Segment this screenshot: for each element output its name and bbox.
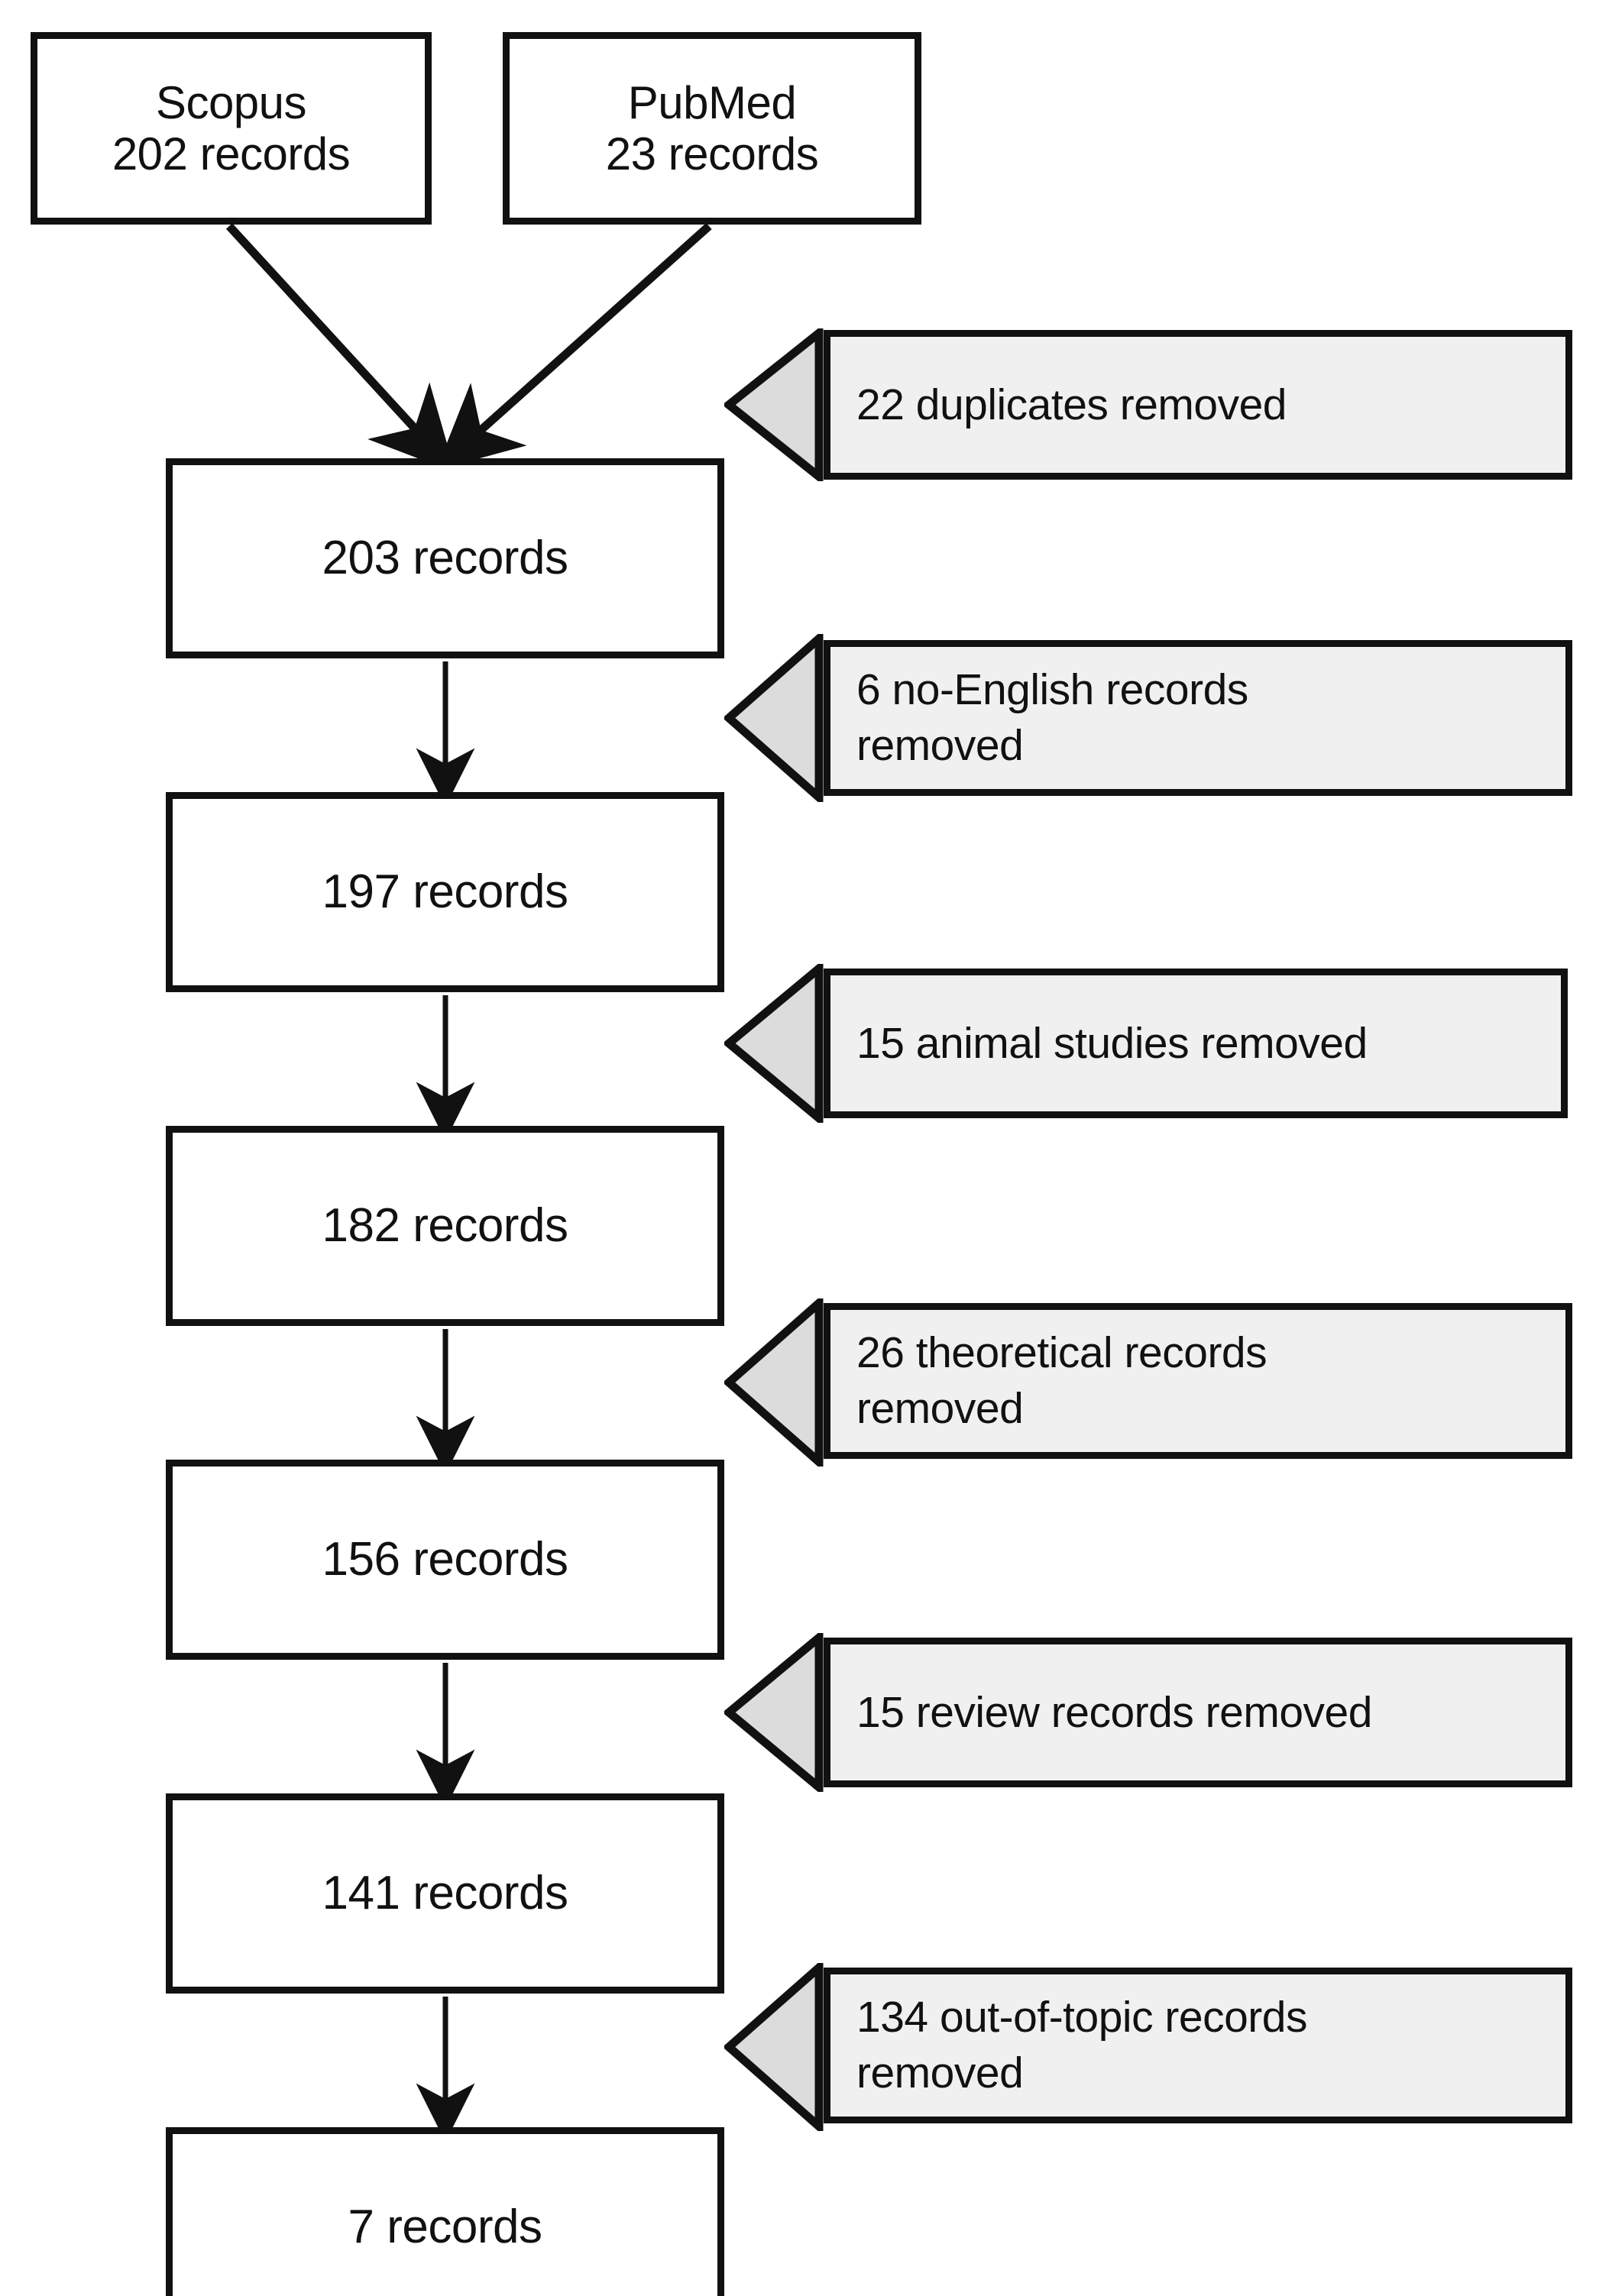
callout-box-duplicates: 22 duplicates removed xyxy=(824,330,1572,480)
connector-scopus-to-203 xyxy=(225,223,455,473)
stage-box-203: 203 records xyxy=(166,458,724,658)
stage-box-197: 197 records xyxy=(166,792,724,992)
stage-box-182: 182 records xyxy=(166,1126,724,1326)
callout-box-theoretical: 26 theoretical records removed xyxy=(824,1303,1572,1459)
pointer-triangle-theoretical xyxy=(724,1298,824,1467)
callout-box-animal: 15 animal studies removed xyxy=(824,969,1568,1118)
callout-box-out-of-topic: 134 out-of-topic records removed xyxy=(824,1968,1572,2123)
callout-label-no-english: 6 no-English records removed xyxy=(856,665,1248,770)
stage-label-197: 197 records xyxy=(322,865,568,919)
callout-label-out-of-topic: 134 out-of-topic records removed xyxy=(856,1993,1307,2097)
pointer-triangle-out-of-topic xyxy=(724,1963,824,2131)
stage-label-182: 182 records xyxy=(322,1199,568,1253)
stage-label-141: 141 records xyxy=(322,1867,568,1920)
callout-label-animal: 15 animal studies removed xyxy=(856,1018,1368,1068)
callout-box-review: 15 review records removed xyxy=(824,1638,1572,1787)
callout-label-review: 15 review records removed xyxy=(856,1687,1372,1737)
callout-label-theoretical: 26 theoretical records removed xyxy=(856,1328,1267,1433)
pointer-triangle-duplicates xyxy=(724,328,824,481)
callout-box-no-english: 6 no-English records removed xyxy=(824,640,1572,796)
source-label-pubmed: PubMed 23 records xyxy=(605,76,819,179)
stage-box-141: 141 records xyxy=(166,1793,724,1994)
stage-box-156: 156 records xyxy=(166,1460,724,1660)
pointer-triangle-no-english xyxy=(724,634,824,802)
callout-label-duplicates: 22 duplicates removed xyxy=(856,380,1287,429)
stage-label-203: 203 records xyxy=(322,532,568,585)
stage-box-7: 7 records xyxy=(166,2127,724,2296)
source-label-scopus: Scopus 202 records xyxy=(112,76,351,179)
stage-label-7: 7 records xyxy=(348,2201,542,2254)
pointer-triangle-review xyxy=(724,1633,824,1792)
stage-label-156: 156 records xyxy=(322,1533,568,1586)
pointer-triangle-animal xyxy=(724,964,824,1123)
source-box-scopus: Scopus 202 records xyxy=(31,32,432,225)
connector-pubmed-to-203 xyxy=(435,222,712,471)
source-box-pubmed: PubMed 23 records xyxy=(503,32,921,225)
